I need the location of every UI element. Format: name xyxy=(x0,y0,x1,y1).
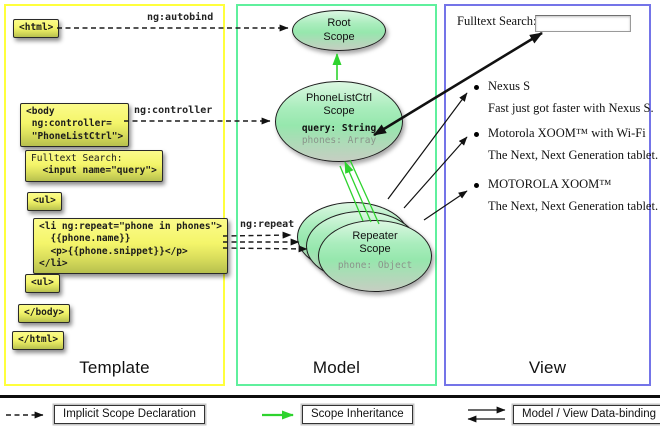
template-column-label: Template xyxy=(79,358,150,377)
root-scope-ellipse: Root Scope xyxy=(292,10,386,51)
view-item-desc: Fast just got faster with Nexus S. xyxy=(488,101,654,115)
view-search-label: Fulltext Search: xyxy=(457,14,537,28)
phonelistctrl-scope-ellipse: PhoneListCtrl Scope query: String phones… xyxy=(275,81,403,162)
legend-implicit-scope-label: Implicit Scope Declaration xyxy=(54,405,205,424)
view-item-desc: The Next, Next Generation tablet. xyxy=(488,199,659,213)
view-item-desc: The Next, Next Generation tablet. xyxy=(488,148,659,162)
model-column-label: Model xyxy=(312,358,361,377)
code-html-open: <html> xyxy=(13,19,60,39)
view-item-title: Motorola XOOM™ with Wi-Fi xyxy=(488,126,646,140)
view-item-title: Nexus S xyxy=(488,79,531,93)
code-body-close: </body> xyxy=(18,304,71,324)
bullet-icon xyxy=(474,85,479,90)
code-fulltext-input: <input name="query"> xyxy=(31,165,157,177)
view-item-title: MOTOROLA XOOM™ xyxy=(488,177,612,191)
phonelistctrl-scope-name: PhoneListCtrl Scope xyxy=(305,92,373,118)
code-body-open: <body ng:controller= "PhoneListCtrl"> xyxy=(20,103,130,148)
model-column: Model xyxy=(236,4,437,386)
repeater-scope-ellipse: Repeater Scope phone: Object xyxy=(318,220,432,292)
repeater-scope-name: Repeater Scope xyxy=(352,230,398,256)
legend-double-arrow-icon xyxy=(467,406,506,423)
root-scope-name: Root Scope xyxy=(323,17,355,43)
repeater-prop-phone: phone: Object xyxy=(337,260,413,272)
legend-separator xyxy=(0,395,660,398)
edge-label-ng-controller: ng:controller xyxy=(134,105,213,116)
code-li-repeat: <li ng:repeat="phone in phones"> {{phone… xyxy=(33,218,229,275)
fulltext-search-input[interactable] xyxy=(535,15,631,32)
bullet-icon xyxy=(474,183,479,188)
bullet-icon xyxy=(474,132,479,137)
edge-label-ng-autobind: ng:autobind xyxy=(147,12,214,23)
view-column: View xyxy=(444,4,651,386)
phonelistctrl-prop-phones: phones: Array xyxy=(301,135,377,147)
legend-scope-inheritance-label: Scope Inheritance xyxy=(302,405,413,424)
view-column-label: View xyxy=(528,358,567,377)
code-ul-open: <ul> xyxy=(27,192,62,212)
code-ul-close: <ul> xyxy=(25,274,60,294)
edge-label-ng-repeat: ng:repeat xyxy=(240,219,295,230)
legend-data-binding-label: Model / View Data-binding xyxy=(513,405,660,424)
code-html-close: </html> xyxy=(12,331,65,351)
phonelistctrl-prop-query: query: String xyxy=(301,123,377,135)
code-fulltext-label: Fulltext Search: xyxy=(31,153,123,164)
code-fulltext-search: Fulltext Search: <input name="query"> xyxy=(25,150,163,182)
